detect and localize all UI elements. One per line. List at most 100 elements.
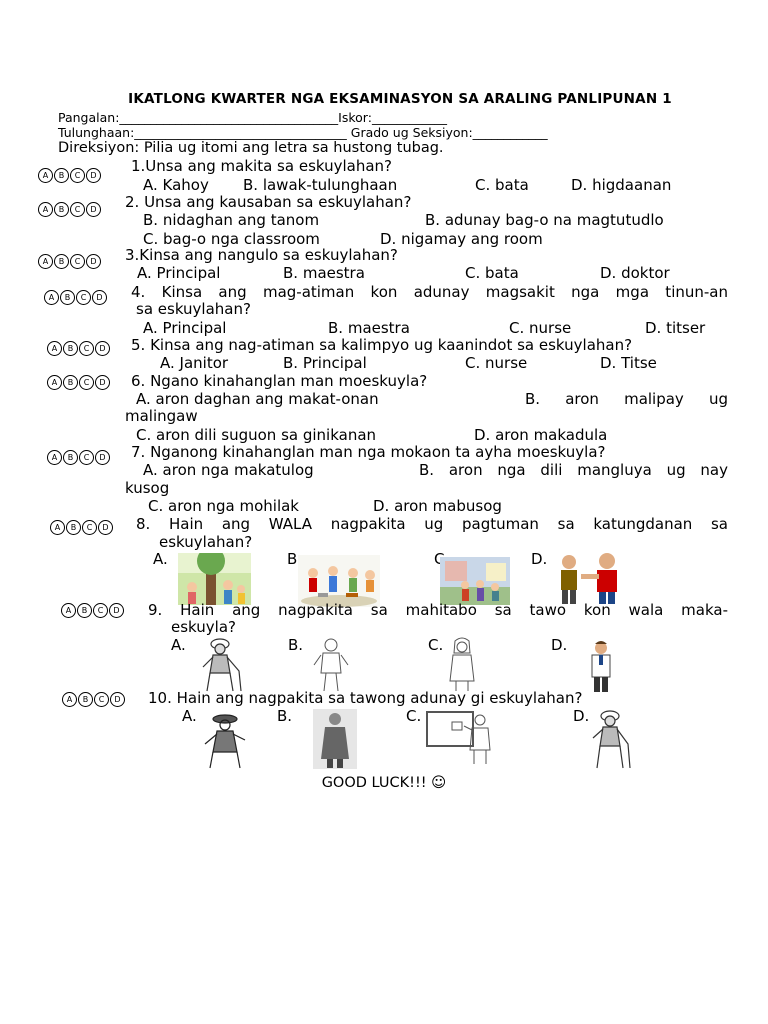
answer-bubble-b[interactable]: B (63, 375, 78, 390)
q8-label-a: A. (153, 550, 168, 568)
q9-label-d: D. (551, 636, 568, 654)
q9-picture-a[interactable] (195, 635, 245, 693)
answer-bubble-a[interactable]: A (38, 202, 53, 217)
answer-bubble-d[interactable]: D (110, 692, 125, 707)
answer-bubble-b[interactable]: B (63, 450, 78, 465)
answer-bubble-b[interactable]: B (54, 168, 69, 183)
answer-bubble-a[interactable]: A (47, 375, 62, 390)
answer-bubble-a[interactable]: A (47, 450, 62, 465)
q3-choice-b: B. maestra (283, 264, 365, 282)
q4-choice-b: B. maestra (328, 319, 410, 337)
answer-bubble-b[interactable]: B (54, 202, 69, 217)
q10-label-d: D. (573, 707, 590, 725)
q8-picture-c[interactable] (440, 557, 510, 605)
answer-bubble-d[interactable]: D (86, 254, 101, 269)
answer-bubble-d[interactable]: D (92, 290, 107, 305)
answer-bubble-b[interactable]: B (77, 603, 92, 618)
answer-bubble-a[interactable]: A (38, 254, 53, 269)
q6-choice-b: B. aron malipay ug (525, 390, 728, 408)
answer-bubble-a[interactable]: A (38, 168, 53, 183)
question-7: 7. Nganong kinahanglan man nga mokaon ta… (131, 443, 606, 461)
q1-choice-c: C. bata (475, 176, 529, 194)
question-10: 10. Hain ang nagpakita sa tawong adunay … (148, 689, 583, 707)
q5-choice-c: C. nurse (465, 354, 528, 372)
answer-bubble-c[interactable]: C (70, 202, 85, 217)
question-2: 2. Unsa ang kausaban sa eskuylahan? (125, 193, 412, 211)
answer-bubble-a[interactable]: A (47, 341, 62, 356)
q10-picture-c[interactable] (426, 708, 494, 766)
answer-bubble-b[interactable]: B (66, 520, 81, 535)
q9-picture-d[interactable] (585, 640, 617, 694)
q3-choice-c: C. bata (465, 264, 519, 282)
q6-choice-d: D. aron makadula (474, 426, 608, 444)
answer-bubble-c[interactable]: C (82, 520, 97, 535)
q4-choice-c: C. nurse (509, 319, 572, 337)
q7-choice-d: D. aron mabusog (373, 497, 502, 515)
name-score-line[interactable]: Pangalan:_______________________________… (58, 110, 447, 125)
q8-picture-a[interactable] (178, 553, 251, 605)
answer-bubble-d[interactable]: D (86, 202, 101, 217)
answer-bubble-d[interactable]: D (98, 520, 113, 535)
q5-choice-b: B. Principal (283, 354, 367, 372)
q1-choice-b: B. lawak-tulunghaan (243, 176, 398, 194)
answer-bubble-d[interactable]: D (95, 341, 110, 356)
answer-bubble-a[interactable]: A (44, 290, 59, 305)
q8-label-d: D. (531, 550, 548, 568)
question-9: 9. Hain ang nagpakita sa mahitabo sa taw… (148, 601, 728, 619)
q10-picture-a[interactable] (200, 710, 250, 770)
question-8-cont: eskuylahan? (159, 533, 253, 551)
answer-bubble-c[interactable]: C (94, 692, 109, 707)
q5-choice-d: D. Titse (600, 354, 657, 372)
q10-label-c: C. (406, 707, 422, 725)
answer-bubble-a[interactable]: A (61, 603, 76, 618)
answer-bubble-c[interactable]: C (70, 168, 85, 183)
question-5: 5. Kinsa ang nag-atiman sa kalimpyo ug k… (131, 336, 633, 354)
answer-bubble-b[interactable]: B (63, 341, 78, 356)
question-1: 1.Unsa ang makita sa eskuylahan? (131, 157, 393, 175)
q9-picture-c[interactable] (443, 637, 481, 693)
answer-bubble-b[interactable]: B (60, 290, 75, 305)
answer-bubble-c[interactable]: C (76, 290, 91, 305)
q7-choice-a: A. aron nga makatulog (143, 461, 314, 479)
answer-bubble-b[interactable]: B (54, 254, 69, 269)
question-4: 4. Kinsa ang mag-atiman kon adunay magsa… (131, 283, 728, 301)
q10-picture-b[interactable] (313, 709, 357, 769)
answer-bubble-a[interactable]: A (50, 520, 65, 535)
answer-bubble-c[interactable]: C (70, 254, 85, 269)
answer-bubble-d[interactable]: D (109, 603, 124, 618)
q4-choice-a: A. Principal (143, 319, 227, 337)
answer-bubble-c[interactable]: C (79, 341, 94, 356)
q3-choice-a: A. Principal (137, 264, 221, 282)
q9-label-a: A. (171, 636, 186, 654)
answer-bubble-c[interactable]: C (79, 450, 94, 465)
answer-bubble-c[interactable]: C (93, 603, 108, 618)
q2-choice-4: D. nigamay ang room (380, 230, 543, 248)
q10-picture-d[interactable] (588, 708, 632, 770)
address-grade-line[interactable]: Tulunghaan:_____________________________… (58, 125, 548, 140)
answer-bubble-d[interactable]: D (95, 450, 110, 465)
q10-label-a: A. (182, 707, 197, 725)
answer-bubble-d[interactable]: D (95, 375, 110, 390)
q2-choice-1: B. nidaghan ang tanom (143, 211, 320, 229)
q8-picture-b[interactable] (298, 555, 380, 607)
answer-bubble-a[interactable]: A (62, 692, 77, 707)
q3-choice-d: D. doktor (600, 264, 670, 282)
q9-picture-b[interactable] (312, 637, 350, 693)
answer-bubble-b[interactable]: B (78, 692, 93, 707)
answer-bubble-c[interactable]: C (79, 375, 94, 390)
direction-text: Direksiyon: Pilia ug itomi ang letra sa … (58, 140, 444, 156)
answer-bubble-d[interactable]: D (86, 168, 101, 183)
q1-choice-a: A. Kahoy (143, 176, 209, 194)
q8-picture-d[interactable] (551, 550, 635, 606)
q9-label-b: B. (288, 636, 304, 654)
